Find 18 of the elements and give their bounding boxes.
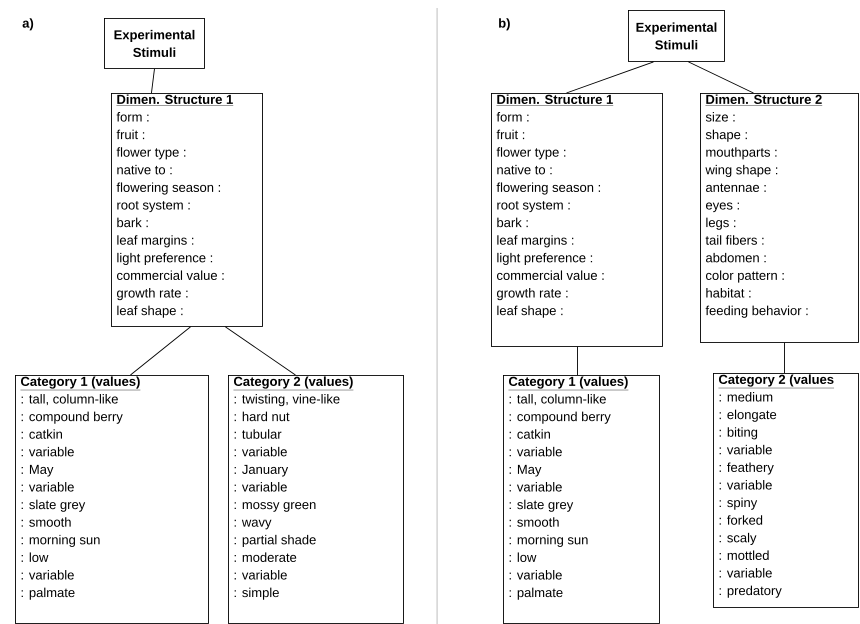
text-box: Category 2 (values : medium : elongate : biting : variable : feathery : variable : spiny : forked : scaly : mottled : variable : predatory [713, 373, 859, 608]
text-box: Dimen. Structure 2 size : shape : mouthparts : wing shape : antennae : eyes : legs : tail fibers : abdomen : color pattern : habitat : feeding behavior : [700, 93, 859, 343]
connector-line [130, 326, 191, 376]
connector-line [151, 68, 155, 94]
connector-line [225, 326, 296, 376]
text-box: Category 1 (values) : tall, column-like : compound berry : catkin : variable : May : variable : slate grey : smooth : morning sun : low : variable : palmate [503, 375, 660, 624]
text-box: Category 1 (values) : tall, column-like : compound berry : catkin : variable : May : variable : slate grey : smooth : morning sun : low : variable : palmate [15, 375, 209, 624]
connector-line [566, 61, 654, 94]
text-box: Dimen. Structure 1 form : fruit : flower type : native to : flowering season : root system : bark : leaf margins : light preference : commercial value : growth rate : leaf shape : [491, 93, 663, 347]
text-box: Dimen. Structure 1 form : fruit : flower type : native to : flowering season : root system : bark : leaf margins : light preference : commercial value : growth rate : leaf shape : [111, 93, 263, 327]
text-box: Experimental Stimuli [628, 10, 725, 62]
text-box: Category 2 (values) : twisting, vine-like : hard nut : tubular : variable : January : variable : mossy green : wavy : partial shade : moderate : variable : simple [228, 375, 404, 624]
panel-label: a) [22, 18, 34, 30]
connector-line [688, 61, 754, 94]
panel-label: b) [499, 18, 510, 30]
text-box: Experimental Stimuli [104, 18, 205, 69]
connector-line [784, 342, 785, 374]
connector-line [577, 346, 578, 376]
